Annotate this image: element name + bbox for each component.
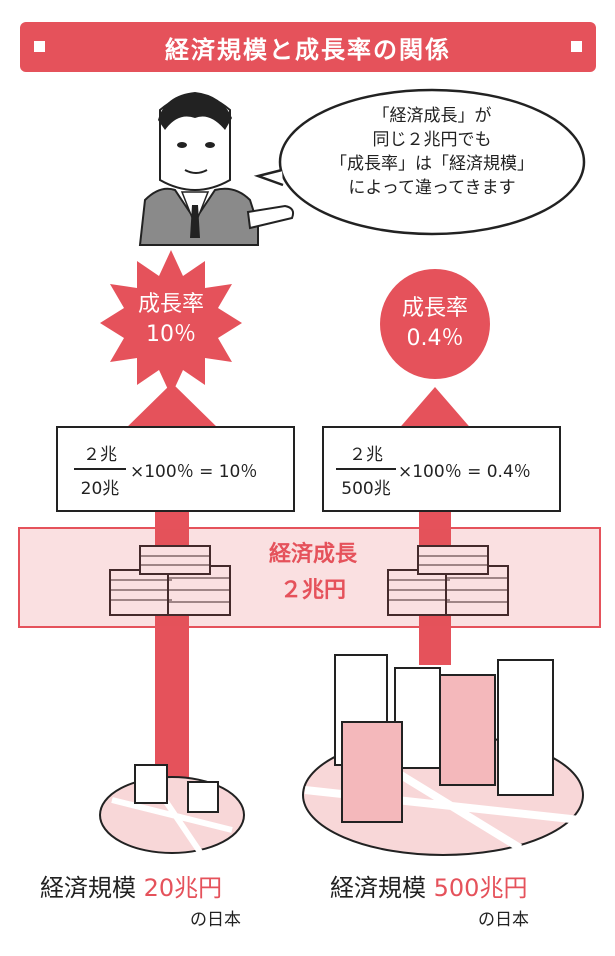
presenter-figure <box>138 92 295 246</box>
fraction-numerator: ２兆 <box>349 445 383 465</box>
speech-line: 「成長率」は「経済規模」 <box>330 154 534 174</box>
left-formula-box: ２兆 20兆 ×100％ = 10％ <box>56 426 295 512</box>
speech-text: 「経済成長」が 同じ２兆円でも 「成長率」は「経済規模」 によって違ってきます <box>312 104 552 200</box>
fraction-numerator: ２兆 <box>83 445 117 465</box>
formula-rest: ×100％ = 0.4％ <box>398 462 531 482</box>
formula-rest: ×100％ = 10％ <box>130 462 258 482</box>
right-caption: 経済規模 500兆円 <box>330 868 600 903</box>
left-rate-label: 成長率 10％ <box>121 290 221 350</box>
caption-value: 20兆円 <box>143 874 223 902</box>
speech-bubble <box>253 88 586 236</box>
rate-starburst <box>100 250 242 396</box>
rate-value: 0.4％ <box>406 326 464 351</box>
big-city-illustration <box>302 654 584 856</box>
caption-sub: の日本 <box>190 910 241 930</box>
caption-sub: の日本 <box>478 910 529 930</box>
fraction-denominator: 500兆 <box>341 479 391 499</box>
rate-label: 成長率 <box>401 296 468 321</box>
small-town-illustration <box>99 764 245 854</box>
growth-band <box>18 527 601 628</box>
speech-line: によって違ってきます <box>348 178 516 198</box>
money-stack-icon <box>387 545 509 616</box>
square-bullet-icon <box>571 41 582 52</box>
caption-label: 経済規模 <box>330 874 426 902</box>
rate-label: 成長率 <box>137 292 204 317</box>
fraction-bar <box>336 468 396 470</box>
rate-value: 10％ <box>146 322 196 347</box>
caption-label: 経済規模 <box>40 874 136 902</box>
left-caption: 経済規模 20兆円 <box>40 868 290 903</box>
fraction-denominator: 20兆 <box>80 479 120 499</box>
title-banner: 経済規模と成長率の関係 <box>20 22 596 72</box>
right-rate-label: 成長率 0.4％ <box>385 294 485 354</box>
growth-label: 経済成長 ２兆円 <box>258 537 368 609</box>
right-formula-box: ２兆 500兆 ×100％ = 0.4％ <box>322 426 561 512</box>
speech-line: 同じ２兆円でも <box>372 130 492 150</box>
money-stack-icon <box>109 545 231 616</box>
page-title: 経済規模と成長率の関係 <box>165 35 451 64</box>
growth-title: 経済成長 <box>268 542 357 567</box>
square-bullet-icon <box>34 41 45 52</box>
caption-value: 500兆円 <box>433 874 528 902</box>
growth-amount: ２兆円 <box>279 578 346 603</box>
speech-line: 「経済成長」が <box>372 106 492 126</box>
fraction-bar <box>74 468 126 470</box>
rate-circle <box>380 269 490 379</box>
